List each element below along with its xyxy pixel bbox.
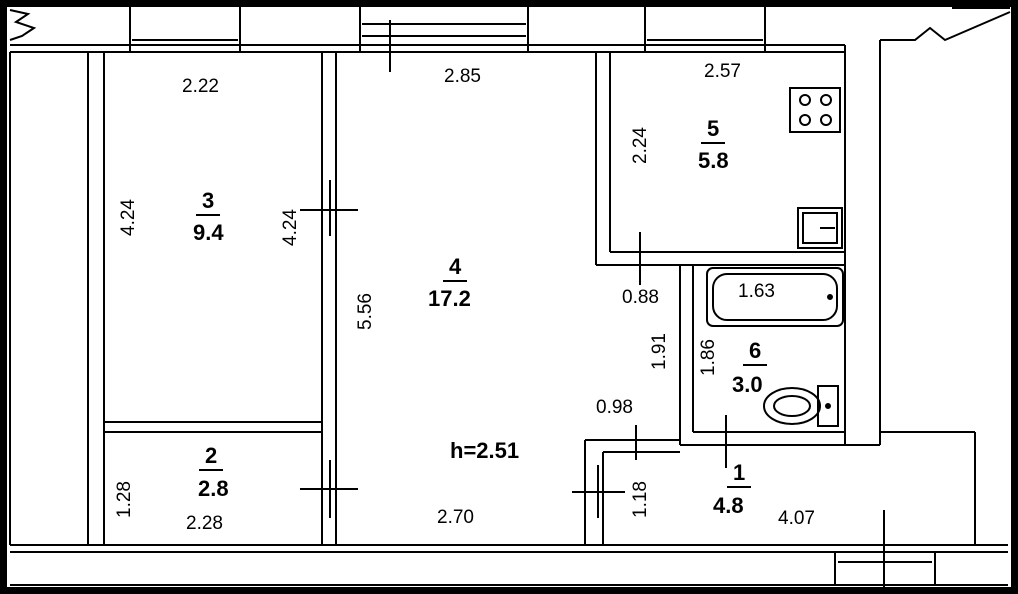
- kitchen-walls: [595, 52, 845, 266]
- room-5-number: 5: [701, 118, 726, 144]
- dim-room3-left: 4.24: [117, 199, 139, 236]
- bathtub-icon: [706, 267, 844, 327]
- room-3-number: 3: [196, 190, 221, 216]
- partition-room3-room2: [104, 421, 322, 433]
- room-4-number: 4: [443, 256, 468, 282]
- room-2-number: 2: [199, 445, 224, 471]
- partition-room3-room4: [321, 52, 337, 545]
- dim-room5-top: 2.57: [704, 61, 741, 82]
- dim-corridor-gap: 0.98: [596, 397, 633, 418]
- dim-room4-bottom: 2.70: [437, 507, 474, 528]
- dim-room1-side: 1.18: [629, 481, 651, 518]
- room-1-number: 1: [727, 462, 752, 488]
- room-5-area: 5.8: [698, 148, 729, 173]
- room-6-number: 6: [743, 340, 768, 366]
- dim-corridor-length: 1.91: [648, 333, 670, 370]
- dim-corridor-width: 0.88: [622, 287, 659, 308]
- stove-icon: [789, 87, 841, 133]
- room-4-area: 17.2: [428, 286, 471, 311]
- left-exterior-wall: [9, 52, 105, 545]
- room-1-area: 4.8: [713, 493, 744, 518]
- right-exterior-wall: [844, 40, 976, 545]
- room-2-area: 2.8: [198, 476, 229, 501]
- dim-room4-top: 2.85: [444, 66, 481, 87]
- break-symbol-right: [880, 11, 1011, 42]
- room-3-area: 9.4: [193, 220, 224, 245]
- top-exterior-wall: [10, 2, 845, 53]
- dim-room4-left: 5.56: [354, 293, 376, 330]
- ceiling-height-label: h=2.51: [450, 438, 520, 463]
- dim-room3-top: 2.22: [182, 76, 219, 97]
- sink-icon: [797, 207, 843, 249]
- toilet-icon: [763, 385, 839, 427]
- dim-room2-side: 1.28: [113, 481, 135, 518]
- bathroom-walls: [679, 264, 845, 446]
- dim-room2-bottom: 2.28: [186, 513, 223, 534]
- dim-bath-room-side: 1.86: [697, 339, 719, 376]
- dim-room3-right: 4.24: [279, 209, 301, 246]
- break-symbol-left: [9, 9, 37, 41]
- dim-room5-left: 2.24: [629, 127, 651, 164]
- dim-bath-length: 1.63: [738, 281, 775, 302]
- dim-room1-length: 4.07: [778, 508, 815, 529]
- dimension-ticks: [300, 20, 885, 590]
- bottom-exterior-wall: [10, 544, 1008, 586]
- room-6-area: 3.0: [732, 372, 763, 397]
